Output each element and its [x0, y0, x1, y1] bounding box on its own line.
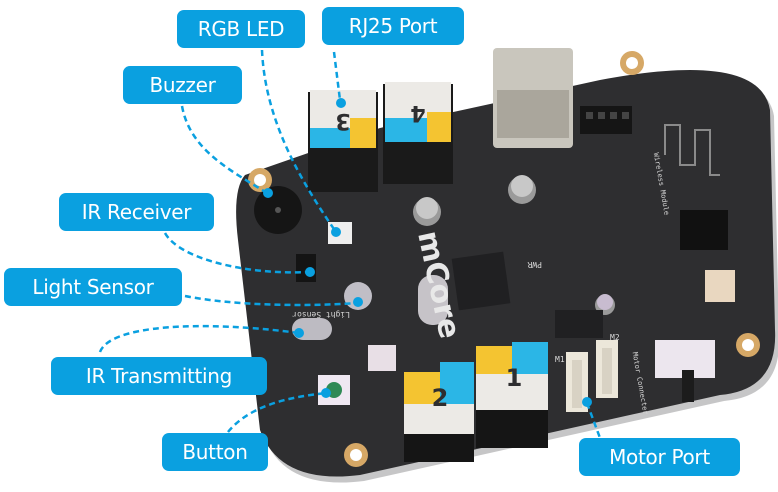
label-rgb-led: RGB LED	[177, 10, 305, 48]
anchor-dot-ir-receiver	[305, 267, 315, 277]
mounting-hole-icon	[344, 443, 368, 467]
label-buzzer: Buzzer	[123, 66, 242, 104]
motor-driver-chip	[555, 310, 603, 338]
anchor-dot-buzzer	[263, 188, 273, 198]
silkscreen-m2: M2	[610, 333, 620, 342]
power-switch	[655, 340, 715, 402]
usb-port	[493, 48, 573, 148]
silkscreen-pwr: PWR	[527, 260, 542, 269]
label-ir-transmitting: IR Transmitting	[51, 357, 267, 395]
silkscreen-m1: M1	[555, 355, 565, 364]
port-number: 1	[506, 364, 523, 392]
microcontroller-chip	[451, 251, 511, 311]
leader-motor-port	[585, 402, 602, 439]
antenna-trace	[664, 124, 720, 176]
anchor-dots	[263, 98, 592, 407]
dc-jack	[680, 210, 728, 250]
rj25-port-3: 3	[308, 90, 378, 192]
label-button: Button	[162, 433, 268, 471]
anchor-dot-ir-transmitting	[294, 328, 304, 338]
anchor-dot-light-sensor	[353, 297, 363, 307]
anchor-dot-button	[321, 388, 331, 398]
port-number: 2	[432, 384, 449, 412]
mounting-hole-icon	[620, 51, 644, 75]
mounting-hole-icon	[736, 333, 760, 357]
leader-rgb-led	[260, 49, 338, 233]
buzzer-component	[254, 186, 302, 234]
leader-lines	[98, 49, 602, 439]
label-ir-receiver: IR Receiver	[59, 193, 214, 231]
port-number: 4	[410, 100, 425, 125]
light-sensor-component	[344, 282, 372, 310]
header-pins	[580, 106, 632, 134]
label-rj25-port: RJ25 Port	[322, 7, 464, 45]
rj25-port-2: 2	[404, 362, 474, 462]
capacitor	[508, 175, 536, 204]
motor-connector-m1	[566, 352, 588, 412]
anchor-dot-motor-port	[582, 397, 592, 407]
leader-ir-transmitting	[98, 324, 300, 353]
leader-buzzer	[180, 105, 268, 195]
leader-button	[227, 391, 327, 433]
label-motor-port: Motor Port	[579, 438, 740, 476]
anchor-dot-rj25	[336, 98, 346, 108]
rj25-port-1: 1	[476, 342, 548, 448]
rj25-port-4: 4	[383, 82, 453, 184]
rgb-led1-component	[368, 345, 396, 371]
label-light-sensor: Light Sensor	[4, 268, 182, 306]
battery-connector	[705, 270, 735, 302]
silkscreen-light-sensor: Light Sensor	[292, 310, 350, 319]
port-number: 3	[335, 108, 350, 133]
motor-connector-m2	[596, 340, 618, 398]
crystal-oscillator	[418, 275, 448, 325]
capacitor	[413, 197, 441, 226]
anchor-dot-rgb-led	[331, 227, 341, 237]
leader-light-sensor	[184, 294, 359, 307]
leader-rj25	[332, 51, 342, 101]
leader-ir-receiver	[163, 232, 309, 274]
